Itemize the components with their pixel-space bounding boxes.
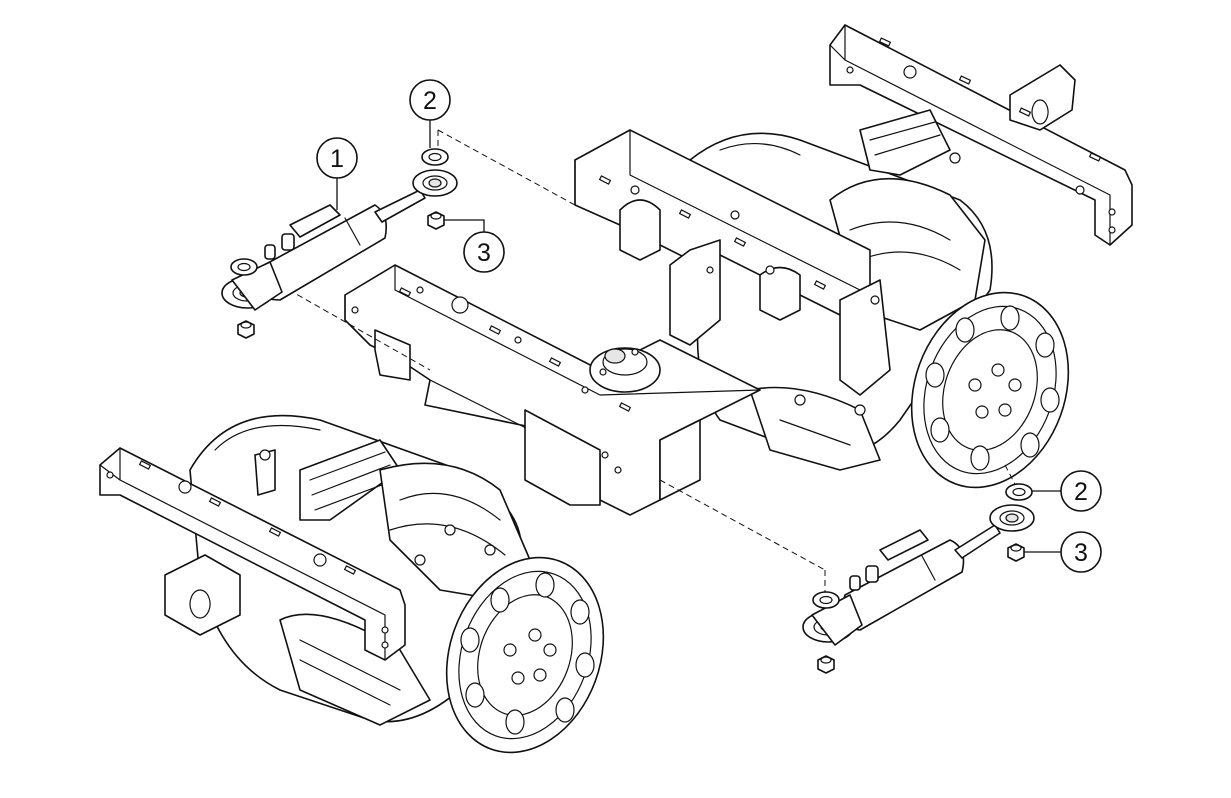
centre-frame xyxy=(344,264,761,516)
rear-subframe xyxy=(574,129,891,396)
hydraulic-cylinder-lower xyxy=(802,504,1035,646)
callout-3-lower: 3 xyxy=(1024,531,1102,573)
nut-upper-a xyxy=(427,211,445,230)
callout-2-lower: 2 xyxy=(1032,470,1102,512)
washer-lower-b xyxy=(812,591,840,609)
washer-upper-a xyxy=(421,148,449,166)
washer-upper-b xyxy=(230,258,258,276)
washer-lower-a xyxy=(1005,483,1033,501)
hydraulic-cylinder-upper xyxy=(221,169,458,311)
callout-2-upper-label: 2 xyxy=(423,87,437,115)
nut-upper-b xyxy=(237,320,255,339)
front-mounting-bracket xyxy=(99,447,406,661)
nut-lower-a xyxy=(1007,543,1025,562)
callout-3-upper: 3 xyxy=(444,219,505,273)
callout-3-lower-label: 3 xyxy=(1074,539,1088,567)
callout-3-upper-label: 3 xyxy=(477,239,491,267)
callout-2-upper: 2 xyxy=(409,79,451,148)
nut-lower-b xyxy=(817,655,835,674)
right-wheel-hub xyxy=(910,291,1070,489)
callout-1-label: 1 xyxy=(330,145,344,173)
rear-mounting-bracket xyxy=(829,24,1133,246)
left-wheel-hub xyxy=(445,556,605,754)
callout-1: 1 xyxy=(316,137,358,210)
callout-2-lower-label: 2 xyxy=(1074,478,1088,506)
